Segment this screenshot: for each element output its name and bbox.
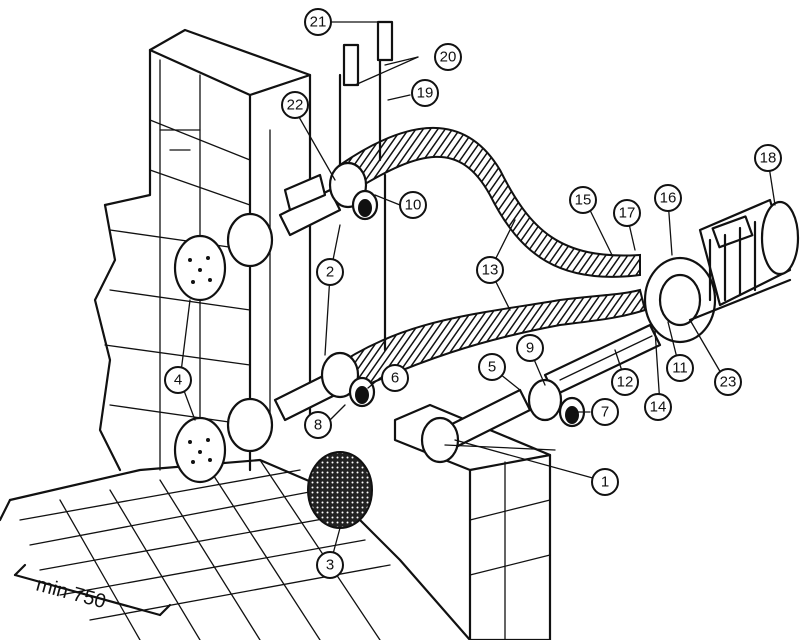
callout-9: 9: [516, 334, 544, 362]
callout-10: 10: [399, 191, 427, 219]
callout-8: 8: [304, 411, 332, 439]
callout-21: 21: [304, 8, 332, 36]
suction-pipe: [543, 323, 662, 397]
main-drain-grate: [307, 451, 373, 529]
callout-2: 2: [316, 258, 344, 286]
callout-13: 13: [476, 256, 504, 284]
callout-6: 6: [381, 364, 409, 392]
callout-20: 20: [434, 43, 462, 71]
svg-text:23: 23: [720, 374, 737, 391]
callout-17: 17: [613, 199, 641, 227]
svg-text:16: 16: [660, 190, 677, 207]
svg-text:10: 10: [405, 197, 422, 214]
pool-floor-tiles: [0, 458, 472, 640]
callout-12: 12: [611, 368, 639, 396]
lower-pipework: [273, 351, 586, 464]
callout-22: 22: [281, 91, 309, 119]
callout-14: 14: [644, 393, 672, 421]
svg-text:22: 22: [287, 97, 304, 114]
callout-18: 18: [754, 144, 782, 172]
svg-text:13: 13: [482, 262, 499, 279]
pump-and-motor: [643, 198, 800, 344]
callout-15: 15: [569, 186, 597, 214]
callout-11: 11: [666, 354, 694, 382]
svg-text:14: 14: [650, 399, 667, 416]
min-distance-dimension: min 750: [13, 563, 172, 617]
svg-text:19: 19: [417, 85, 434, 102]
dimension-label: min 750: [34, 574, 108, 614]
upper-pipework: [278, 20, 394, 352]
svg-text:21: 21: [310, 14, 327, 31]
callout-16: 16: [654, 184, 682, 212]
svg-text:18: 18: [760, 150, 777, 167]
svg-text:15: 15: [575, 192, 592, 209]
callout-4: 4: [164, 366, 192, 394]
svg-text:12: 12: [617, 374, 634, 391]
callout-3: 3: [316, 551, 344, 579]
svg-text:2: 2: [326, 264, 334, 281]
svg-text:1: 1: [601, 474, 609, 491]
svg-text:17: 17: [619, 205, 636, 222]
svg-text:9: 9: [526, 340, 534, 357]
callout-markers: 1 2 3 4 5 6 7 8 9 10 11 12 13 14 15 16 1…: [164, 8, 782, 579]
svg-text:20: 20: [440, 49, 457, 66]
svg-text:5: 5: [488, 359, 496, 376]
svg-text:4: 4: [174, 372, 182, 389]
svg-text:11: 11: [672, 360, 688, 377]
svg-text:8: 8: [314, 417, 322, 434]
callout-23: 23: [714, 368, 742, 396]
wall-inlet-nozzles: [173, 212, 274, 484]
callout-1: 1: [591, 468, 619, 496]
svg-text:3: 3: [326, 557, 334, 574]
svg-text:7: 7: [601, 404, 609, 421]
callout-5: 5: [478, 353, 506, 381]
callout-19: 19: [411, 79, 439, 107]
concrete-wall-right: [393, 403, 552, 640]
svg-text:6: 6: [391, 370, 399, 387]
callout-7: 7: [591, 398, 619, 426]
